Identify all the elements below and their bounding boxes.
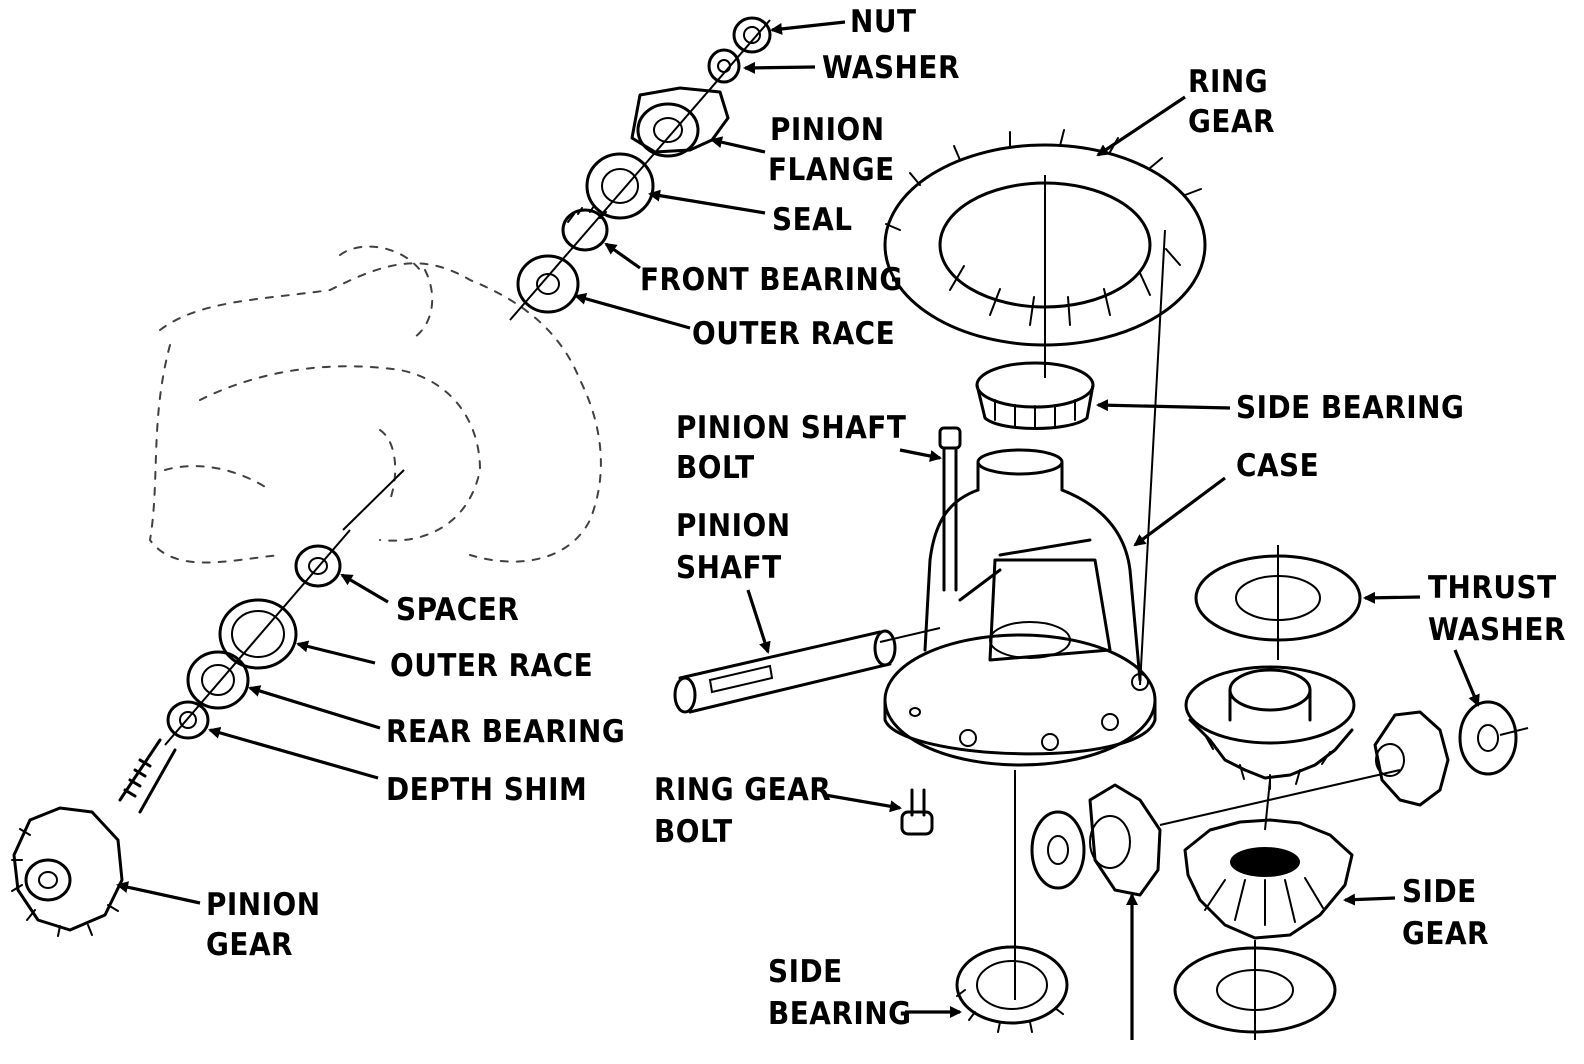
side-gear-lower <box>1183 818 1354 940</box>
seal <box>585 152 655 220</box>
label-pinion-shaft-line2: SHAFT <box>676 550 782 586</box>
label-case: CASE <box>1236 448 1319 484</box>
front-bearing <box>561 205 609 252</box>
label-washer: WASHER <box>822 50 960 86</box>
label-side-bearing-bottom-line2: BEARING <box>768 996 911 1032</box>
leader-arrows <box>116 20 1480 1040</box>
axle-housing <box>148 245 602 564</box>
spacer <box>294 544 342 588</box>
pinion-flange <box>630 86 730 158</box>
label-ring-gear-line2: GEAR <box>1188 104 1275 140</box>
label-outer-race-top: OUTER RACE <box>692 316 895 352</box>
label-pinion-gear-line2: GEAR <box>206 927 293 963</box>
thrust-washer-right <box>1458 700 1518 776</box>
differential-case <box>883 448 1157 767</box>
label-ring-gear-line1: RING <box>1188 64 1268 100</box>
label-side-gear-line1: SIDE <box>1402 874 1477 910</box>
label-side-bearing-top: SIDE BEARING <box>1236 390 1464 426</box>
label-pinion-flange-line2: FLANGE <box>768 152 895 188</box>
side-gear-upper <box>1184 665 1356 790</box>
outer-race-lower <box>218 598 298 670</box>
label-pinion-shaft-line1: PINION <box>676 508 791 544</box>
label-ring-gear-bolt-line1: RING GEAR <box>654 772 831 808</box>
label-pinion-gear-line1: PINION <box>206 887 321 923</box>
pinion-gear <box>11 738 177 937</box>
side-bearing-top <box>975 361 1095 430</box>
pinion-mate-gear-center <box>1088 783 1162 897</box>
pinion-shaft <box>673 629 897 714</box>
label-seal: SEAL <box>772 202 853 238</box>
label-ring-gear-bolt-line2: BOLT <box>654 814 733 850</box>
ring-gear-bolt <box>900 788 934 836</box>
label-rear-bearing: REAR BEARING <box>386 714 625 750</box>
nut <box>732 16 772 54</box>
side-bearing-bottom <box>955 945 1069 1033</box>
depth-shim <box>166 700 210 740</box>
label-pinion-shaft-bolt-line2: BOLT <box>676 450 755 486</box>
label-depth-shim: DEPTH SHIM <box>386 772 587 808</box>
pinion-mate-gear-right <box>1373 710 1450 807</box>
outer-race-top <box>516 254 580 314</box>
label-thrust-washer-line2: WASHER <box>1428 612 1566 648</box>
label-side-gear-line2: GEAR <box>1402 916 1489 952</box>
label-thrust-washer-line1: THRUST <box>1428 570 1557 606</box>
washer-top <box>707 48 741 84</box>
label-side-bearing-bottom-line1: SIDE <box>768 954 843 990</box>
pinion-shaft-bolt <box>938 426 962 592</box>
label-nut: NUT <box>850 4 917 40</box>
label-pinion-flange-line1: PINION <box>770 112 885 148</box>
case-bolt-holes <box>909 673 1149 751</box>
label-pinion-shaft-bolt-line1: PINION SHAFT <box>676 410 906 446</box>
label-spacer: SPACER <box>396 592 519 628</box>
thrust-washer-center <box>1030 810 1086 890</box>
rear-bearing <box>186 650 250 710</box>
label-outer-race-bottom: OUTER RACE <box>390 648 593 684</box>
label-front-bearing: FRONT BEARING <box>640 262 903 298</box>
